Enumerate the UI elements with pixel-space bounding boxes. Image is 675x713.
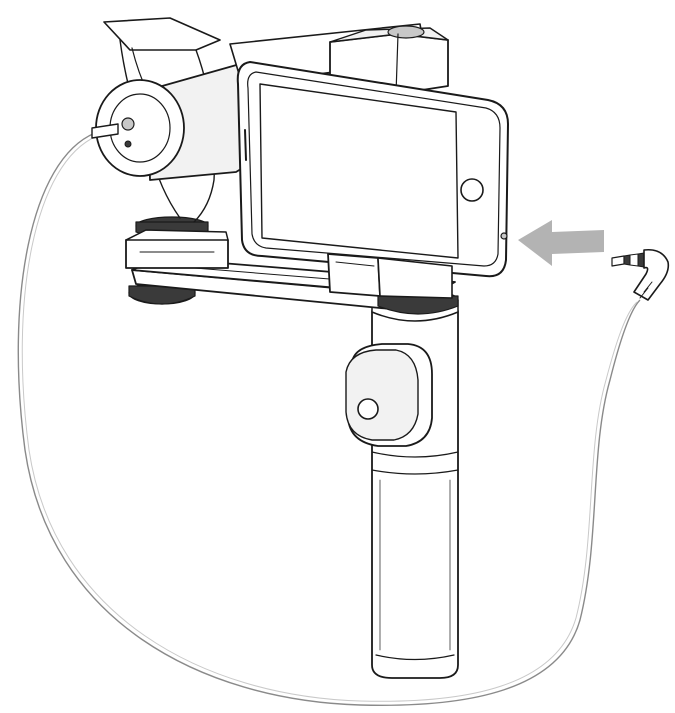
- shutter-button: [357, 398, 379, 420]
- phone-screen: [259, 83, 459, 259]
- mic-plug: [91, 123, 119, 139]
- circle-icon: [460, 178, 484, 202]
- shutter-button-housing: [345, 343, 433, 447]
- headphone-jack-port: [500, 232, 508, 240]
- smartphone: [236, 61, 509, 278]
- phone-clamp-bottom: [327, 253, 453, 299]
- arrow-left-icon: [518, 220, 604, 266]
- trrs-plug: [611, 248, 670, 301]
- audio-cable: [17, 132, 641, 707]
- cold-shoe-mount: [125, 216, 229, 269]
- audio-cable-inner: [21, 135, 638, 702]
